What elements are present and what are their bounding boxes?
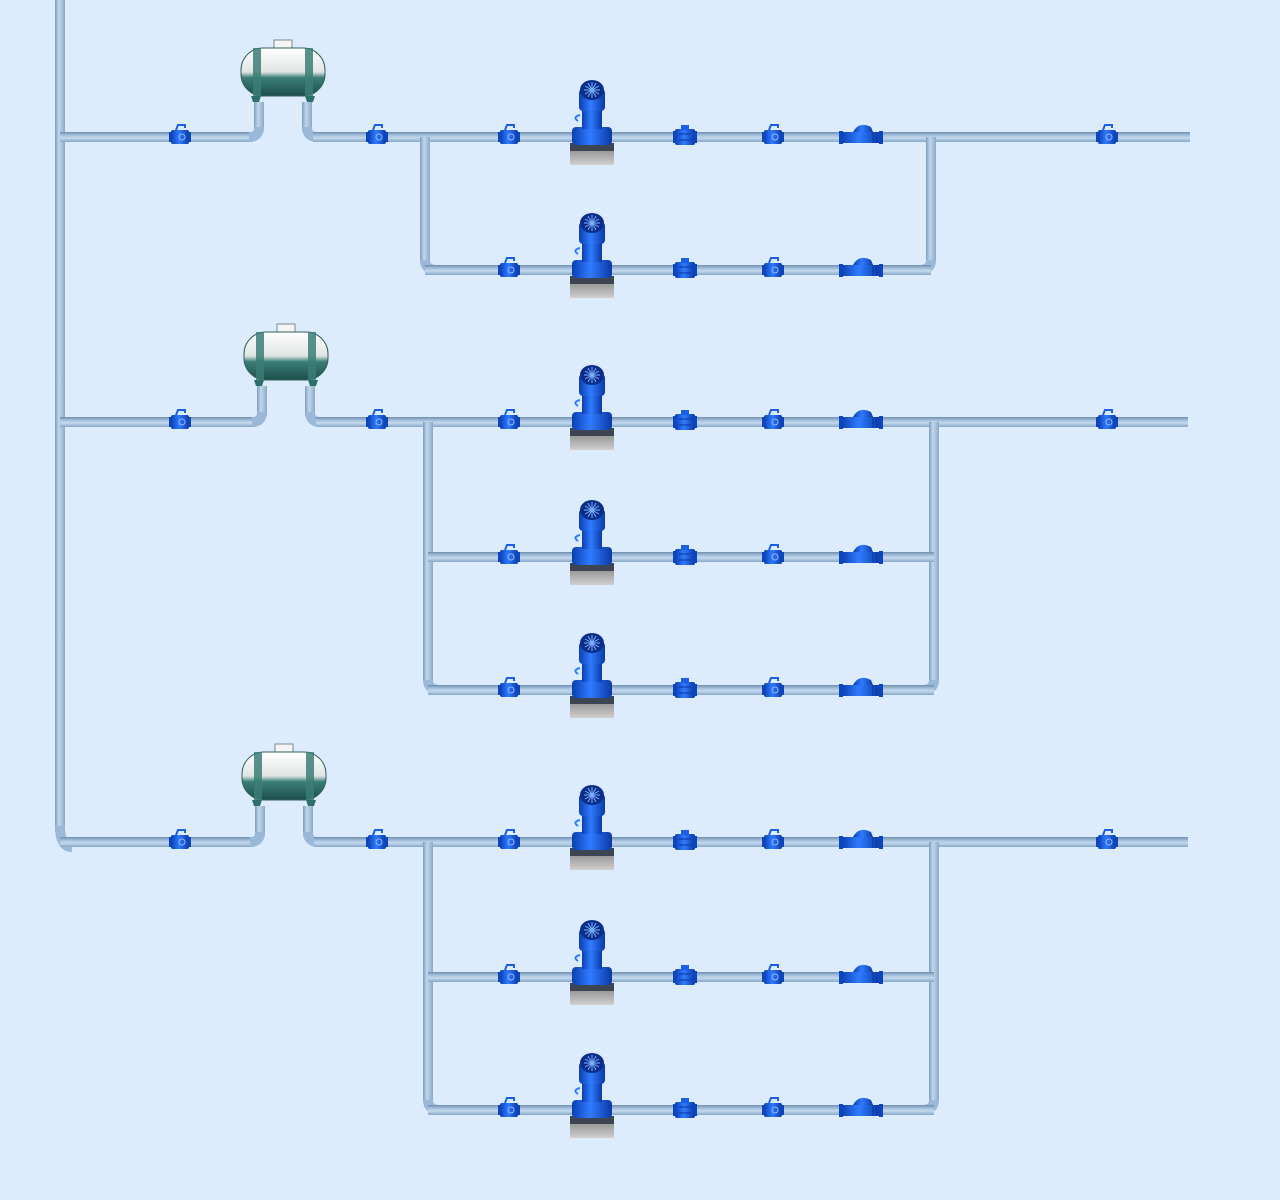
check-valve-icon <box>839 124 883 144</box>
butterfly-valve-icon <box>498 829 520 849</box>
pipe-segment <box>60 132 253 142</box>
gate-valve-icon <box>673 678 697 698</box>
butterfly-valve-icon <box>366 829 388 849</box>
butterfly-valve-icon <box>762 1097 784 1117</box>
pipe-segment <box>314 837 1188 847</box>
butterfly-valve-icon <box>498 257 520 277</box>
butterfly-valve-icon <box>762 964 784 984</box>
gate-valve-icon <box>673 965 697 985</box>
pipe-segment <box>926 137 936 262</box>
butterfly-valve-icon <box>762 257 784 277</box>
gate-valve-icon <box>673 830 697 850</box>
check-valve-icon <box>839 409 883 429</box>
gate-valve-icon <box>673 125 697 145</box>
pipe-segment <box>254 102 264 131</box>
butterfly-valve-icon <box>169 409 191 429</box>
butterfly-valve-icon <box>1096 829 1118 849</box>
butterfly-valve-icon <box>762 544 784 564</box>
gate-valve-icon <box>673 410 697 430</box>
butterfly-valve-icon <box>762 829 784 849</box>
pipe-segment <box>313 132 1190 142</box>
pipe-segment <box>303 806 313 836</box>
butterfly-valve-icon <box>1096 409 1118 429</box>
horizontal-tank-icon <box>241 743 327 806</box>
pipe-elbow <box>248 126 264 142</box>
butterfly-valve-icon <box>762 409 784 429</box>
horizontal-tank-icon <box>240 39 326 102</box>
pipe-elbow <box>249 831 265 847</box>
pipe-segment <box>255 806 265 836</box>
vertical-pump-icon <box>570 365 614 450</box>
pipe-segment <box>55 0 65 832</box>
butterfly-valve-icon <box>366 409 388 429</box>
butterfly-valve-icon <box>366 124 388 144</box>
gate-valve-icon <box>673 545 697 565</box>
vertical-pump-icon <box>570 785 614 870</box>
butterfly-valve-icon <box>498 964 520 984</box>
pipe-segment <box>316 417 1188 427</box>
pipe-segment <box>302 102 312 131</box>
vertical-pump-icon <box>570 920 614 1005</box>
gate-valve-icon <box>673 258 697 278</box>
pipe-segment <box>257 386 267 416</box>
butterfly-valve-icon <box>762 124 784 144</box>
butterfly-valve-icon <box>169 124 191 144</box>
butterfly-valve-icon <box>498 124 520 144</box>
butterfly-valve-icon <box>169 829 191 849</box>
pipe-elbow <box>251 411 267 427</box>
vertical-pump-icon <box>570 633 614 718</box>
butterfly-valve-icon <box>498 677 520 697</box>
horizontal-tank-icon <box>243 323 329 386</box>
butterfly-valve-icon <box>498 409 520 429</box>
check-valve-icon <box>839 677 883 697</box>
pipe-segment <box>420 137 430 262</box>
pipe-segment <box>60 417 256 427</box>
butterfly-valve-icon <box>762 677 784 697</box>
check-valve-icon <box>839 544 883 564</box>
butterfly-valve-icon <box>498 544 520 564</box>
check-valve-icon <box>839 257 883 277</box>
equipment-layer <box>169 39 1118 1138</box>
check-valve-icon <box>839 829 883 849</box>
vertical-pump-icon <box>570 213 614 298</box>
butterfly-valve-icon <box>498 1097 520 1117</box>
pipe-segment <box>60 837 254 847</box>
butterfly-valve-icon <box>1096 124 1118 144</box>
vertical-pump-icon <box>570 80 614 165</box>
check-valve-icon <box>839 1097 883 1117</box>
vertical-pump-icon <box>570 500 614 585</box>
pipe-segment <box>305 386 315 416</box>
pipes-layer <box>55 0 1190 1115</box>
check-valve-icon <box>839 964 883 984</box>
vertical-pump-icon <box>570 1053 614 1138</box>
gate-valve-icon <box>673 1098 697 1118</box>
